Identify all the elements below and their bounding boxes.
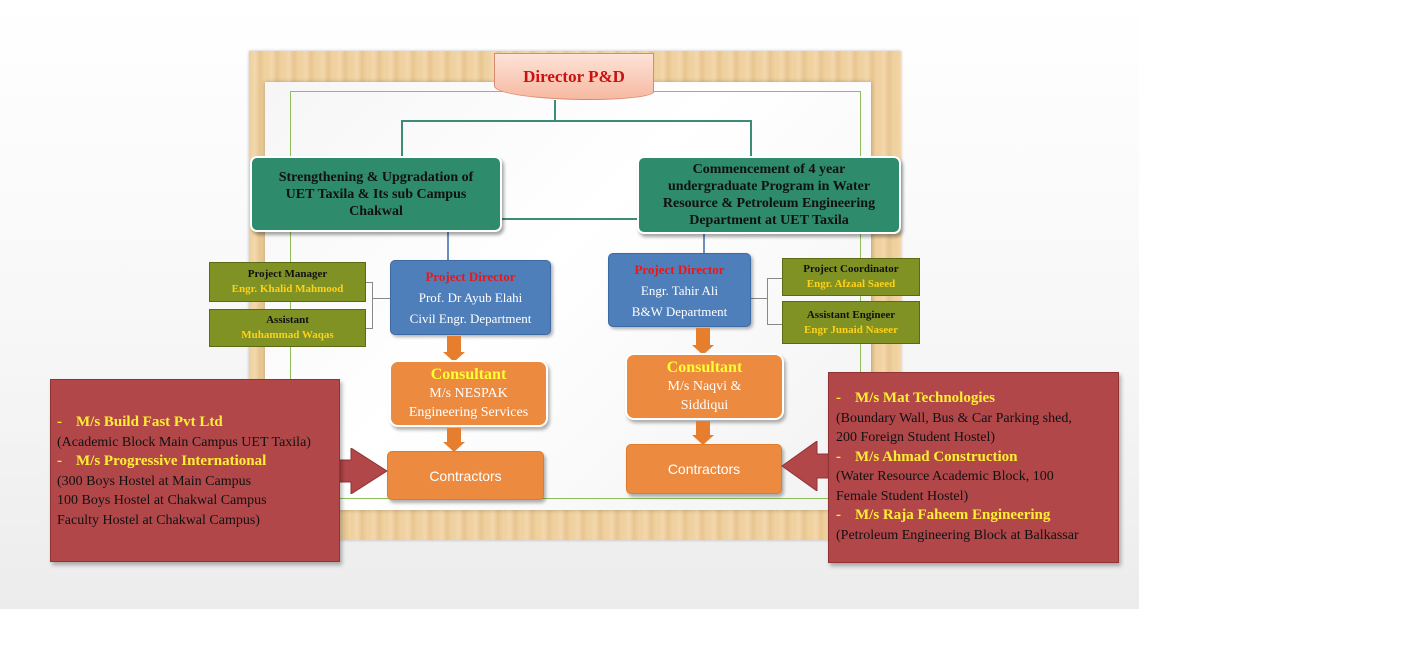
contractors-left-box: Contractors xyxy=(387,451,544,500)
contractor-detail: Female Student Hostel) xyxy=(836,488,969,504)
contractors-right-label: Contractors xyxy=(667,461,741,477)
staff-role: Assistant xyxy=(266,314,309,326)
contractor-detail: (Academic Block Main Campus UET Taxila) xyxy=(57,434,311,450)
consultant-right: Consultant M/s Naqvi & Siddiqui xyxy=(625,353,784,420)
project-director-right-dept: B&W Department xyxy=(631,303,728,319)
director-box: Director P&D xyxy=(494,53,654,100)
arrow-down-right-1 xyxy=(692,328,714,355)
contractor-firm: M/s Ahmad Construction xyxy=(855,448,1018,465)
project-director-left: Project Director Prof. Dr Ayub Elahi Civ… xyxy=(390,260,551,335)
bracket-left-bottom xyxy=(366,328,373,329)
project-right-line-2: undergraduate Program in Water xyxy=(667,179,871,194)
connector-left-drop xyxy=(401,120,403,158)
contractor-right-3: -M/s Raja Faheem Engineering xyxy=(836,506,1118,526)
contractor-detail: Faculty Hostel at Chakwal Campus) xyxy=(57,512,260,528)
consultant-left-line-2: Engineering Services xyxy=(408,405,529,420)
consultant-right-line-2: Siddiqui xyxy=(680,398,729,413)
consultant-right-line-1: M/s Naqvi & xyxy=(667,379,742,394)
contractor-detail: (Water Resource Academic Block, 100 xyxy=(836,469,1054,484)
consultant-left-title: Consultant xyxy=(430,366,507,383)
contractors-left-details: -M/s Build Fast Pvt Ltd (Academic Block … xyxy=(50,379,340,562)
bullet: - xyxy=(57,453,62,469)
contractors-left-label: Contractors xyxy=(429,467,502,484)
arrow-down-right-2 xyxy=(692,421,714,445)
contractor-detail: (300 Boys Hostel at Main Campus xyxy=(57,473,252,489)
contractor-right-2: -M/s Ahmad Construction xyxy=(836,448,1118,468)
contractor-left-1: -M/s Build Fast Pvt Ltd xyxy=(57,413,339,433)
project-right-line-3: Resource & Petroleum Engineering xyxy=(662,196,876,211)
contractor-firm: M/s Progressive International xyxy=(76,453,267,469)
staff-role: Project Coordinator xyxy=(803,263,899,275)
arrow-down-left-1 xyxy=(443,336,465,362)
project-right-line-1: Commencement of 4 year xyxy=(692,162,846,177)
project-director-right-title: Project Director xyxy=(634,261,725,277)
staff-name: Engr. Afzaal Saeed xyxy=(806,278,896,290)
project-director-right: Project Director Engr. Tahir Ali B&W Dep… xyxy=(608,253,751,327)
arrow-down-left-2 xyxy=(443,428,465,452)
staff-left-project-manager: Project Manager Engr. Khalid Mahmood xyxy=(209,262,366,302)
contractor-left-2: -M/s Progressive International xyxy=(57,452,339,472)
paper-sheet xyxy=(265,82,871,510)
contractor-detail: (Boundary Wall, Bus & Car Parking shed, xyxy=(836,410,1072,426)
contractor-firm: M/s Mat Technologies xyxy=(855,390,996,406)
bracket-right-top xyxy=(767,278,782,279)
staff-left-assistant: Assistant Muhammad Waqas xyxy=(209,309,366,347)
connector-left-pd xyxy=(447,232,449,261)
contractor-right-1: -M/s Mat Technologies xyxy=(836,389,1118,409)
connector-right-drop xyxy=(750,120,752,158)
consultant-left: Consultant M/s NESPAK Engineering Servic… xyxy=(389,360,548,427)
contractor-firm: M/s Build Fast Pvt Ltd xyxy=(76,414,223,430)
connector-top-horizontal xyxy=(401,120,751,122)
contractor-detail: 100 Boys Hostel at Chakwal Campus xyxy=(57,493,267,508)
connector-mid-horizontal xyxy=(500,218,640,220)
arrow-left-to-right-contractors xyxy=(781,441,831,491)
staff-name: Muhammad Waqas xyxy=(241,329,334,341)
contractor-firm: M/s Raja Faheem Engineering xyxy=(855,507,1051,523)
connector-right-pd xyxy=(703,234,705,253)
staff-right-project-coordinator: Project Coordinator Engr. Afzaal Saeed xyxy=(782,258,920,296)
consultant-right-title: Consultant xyxy=(666,359,743,376)
bullet: - xyxy=(836,448,841,465)
project-director-left-name: Prof. Dr Ayub Elahi xyxy=(418,290,523,305)
bracket-left-top xyxy=(366,282,373,283)
project-right-box: Commencement of 4 year undergraduate Pro… xyxy=(637,156,901,234)
connector-director-stem xyxy=(554,100,556,121)
contractor-detail: 200 Foreign Student Hostel) xyxy=(836,430,996,445)
project-left-box: Strengthening & Upgradation of UET Taxil… xyxy=(250,156,502,232)
bullet: - xyxy=(57,414,62,430)
arrow-right-to-left-contractors xyxy=(339,448,388,494)
project-right-line-4: Department at UET Taxila xyxy=(689,213,849,228)
project-director-left-dept: Civil Engr. Department xyxy=(409,311,532,326)
contractors-right-details: -M/s Mat Technologies (Boundary Wall, Bu… xyxy=(828,372,1119,563)
project-director-right-name: Engr. Tahir Ali xyxy=(640,282,719,298)
inner-border xyxy=(290,91,861,499)
project-left-line-3: Chakwal xyxy=(349,203,403,219)
director-label: Director P&D xyxy=(523,66,625,86)
project-director-left-title: Project Director xyxy=(425,269,516,284)
bullet: - xyxy=(836,507,841,523)
staff-name: Engr Junaid Naseer xyxy=(804,323,898,336)
project-left-line-1: Strengthening & Upgradation of xyxy=(278,169,474,185)
staff-right-assistant-engineer: Assistant Engineer Engr Junaid Naseer xyxy=(782,301,920,344)
contractor-detail: (Petroleum Engineering Block at Balkassa… xyxy=(836,527,1079,543)
bullet: - xyxy=(836,390,841,406)
contractors-right-box: Contractors xyxy=(626,444,782,494)
bracket-right-bottom xyxy=(767,324,782,325)
bracket-right-link xyxy=(751,298,768,299)
staff-role: Assistant Engineer xyxy=(806,308,896,321)
project-left-line-2: UET Taxila & Its sub Campus xyxy=(285,186,467,202)
staff-name: Engr. Khalid Mahmood xyxy=(231,283,344,295)
staff-role: Project Manager xyxy=(247,268,328,280)
bracket-left-staff xyxy=(372,282,373,328)
consultant-left-line-1: M/s NESPAK xyxy=(429,386,508,401)
bracket-right-staff xyxy=(767,278,768,324)
bracket-left-link xyxy=(373,298,390,299)
